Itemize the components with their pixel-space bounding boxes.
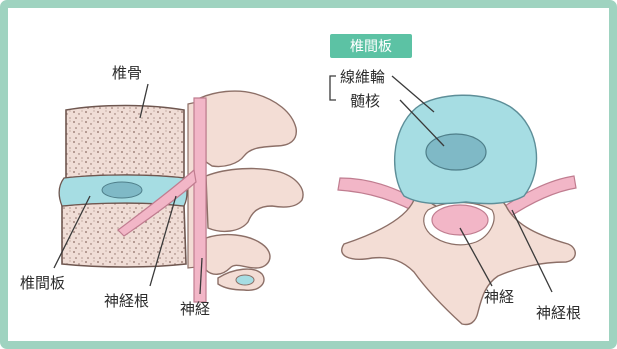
nucleus-side (102, 182, 142, 198)
label-intervertebral-disc-side: 椎間板 (20, 274, 65, 292)
process-joint-lower (236, 275, 254, 285)
disc-badge-text: 椎間板 (350, 39, 392, 55)
label-nerve-side: 神経 (180, 300, 210, 318)
label-vertebral-body: 椎骨 (112, 64, 142, 82)
label-annulus-fibrosus: 線維輪 (340, 68, 385, 86)
label-nerve-root-side: 神経根 (104, 292, 149, 310)
spinal-nerve-top (432, 205, 488, 235)
spinal-nerve-side (194, 98, 206, 302)
label-nerve-top: 神経 (484, 288, 514, 306)
label-nerve-root-top: 神経根 (536, 304, 581, 322)
vertebral-body-upper (66, 106, 184, 179)
nucleus-pulposus (426, 134, 486, 170)
label-nucleus-pulposus: 髄核 (350, 92, 380, 110)
